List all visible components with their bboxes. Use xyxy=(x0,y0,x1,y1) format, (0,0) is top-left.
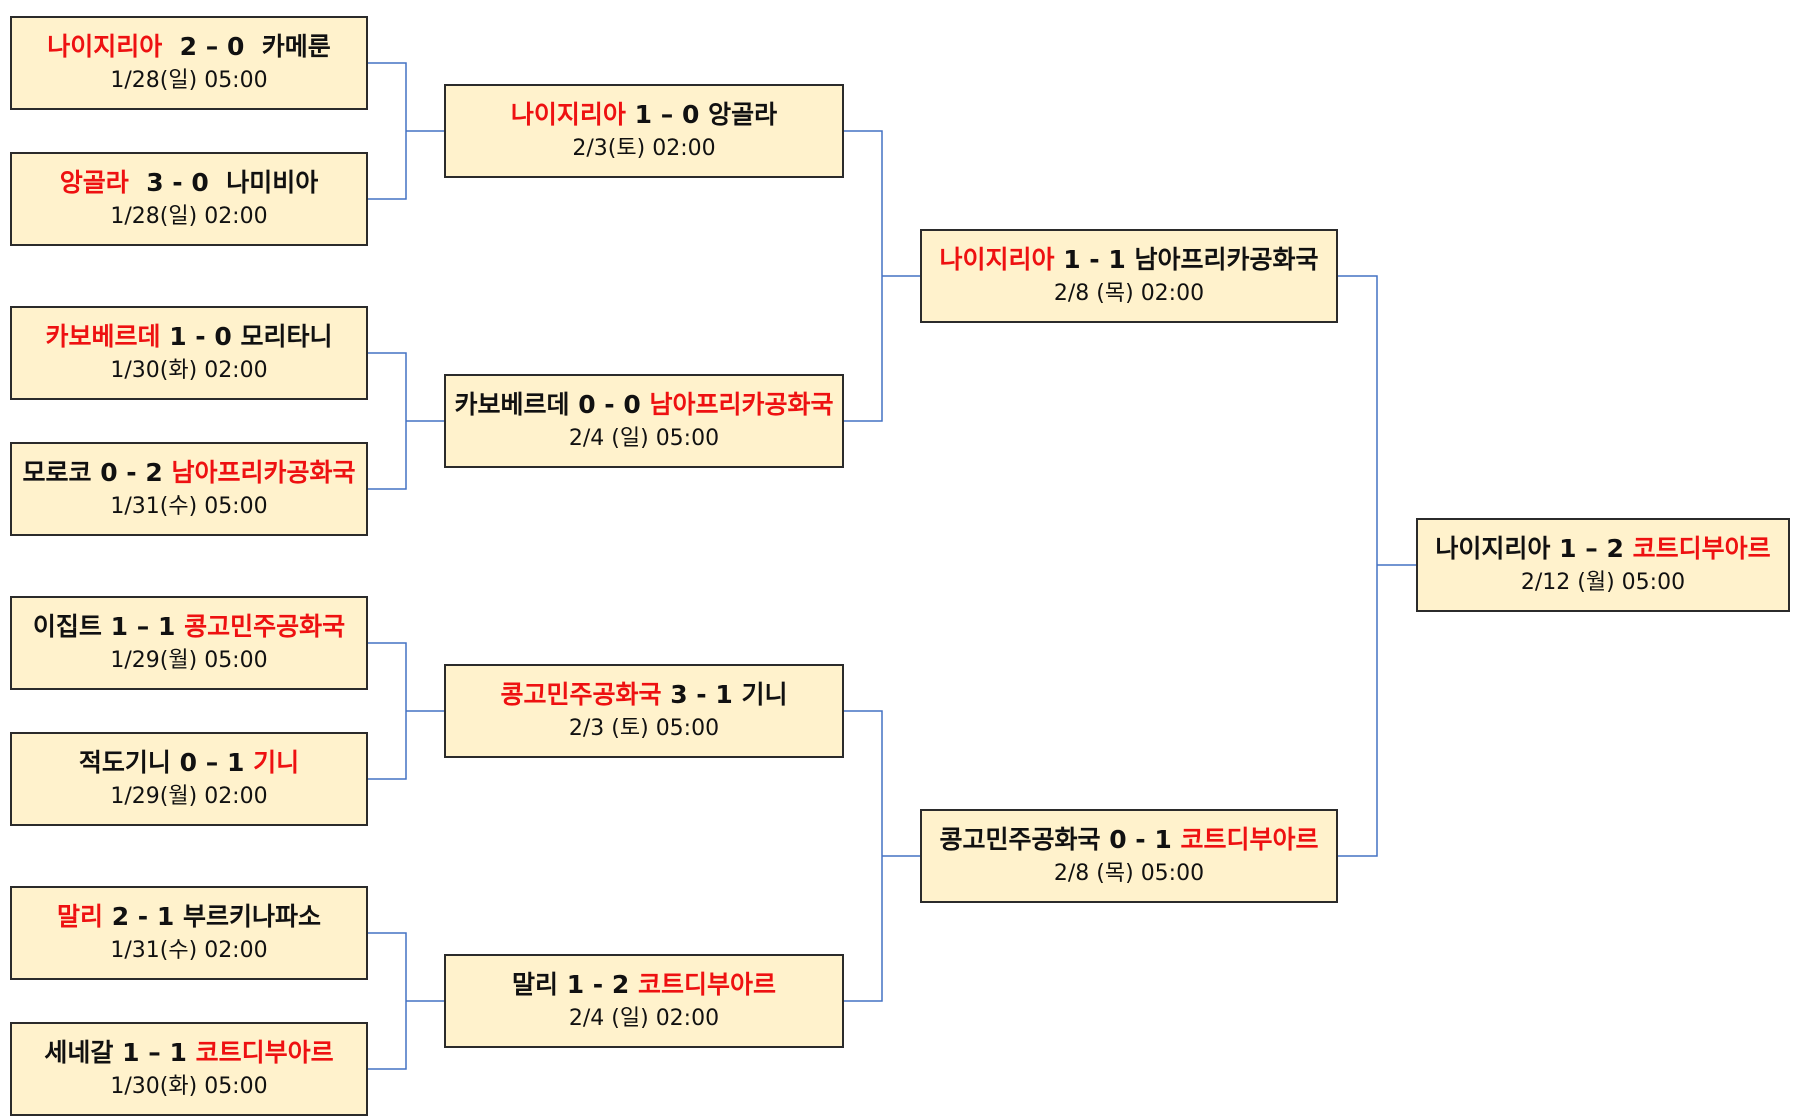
r16-match-3: 카보베르데 1 - 0 모리타니 1/30(화) 02:00 xyxy=(10,306,368,400)
match-score-line: 나이지리아 1 - 1 남아프리카공화국 xyxy=(939,246,1318,274)
connector-qf-sf2 xyxy=(844,710,920,1002)
away-team: 남아프리카공화국 xyxy=(649,390,834,420)
match-score-line: 카보베르데 1 - 0 모리타니 xyxy=(45,323,332,351)
connector-qf-sf1 xyxy=(844,130,920,422)
home-team: 이집트 xyxy=(32,612,102,642)
away-team: 콩고민주공화국 xyxy=(184,612,346,642)
away-team: 남아프리카공화국 xyxy=(171,458,356,488)
qf-match-1: 나이지리아 1 – 0 앙골라 2/3(토) 02:00 xyxy=(444,84,844,178)
r16-match-6: 적도기니 0 – 1 기니 1/29(월) 02:00 xyxy=(10,732,368,826)
connector-r16-qf3 xyxy=(368,642,444,780)
sf-match-2: 콩고민주공화국 0 - 1 코트디부아르 2/8 (목) 05:00 xyxy=(920,809,1338,903)
home-team: 말리 xyxy=(56,902,103,932)
home-team: 카보베르데 xyxy=(45,322,161,352)
home-team: 모로코 xyxy=(22,458,92,488)
match-date: 2/12 (월) 05:00 xyxy=(1520,569,1686,595)
score: 1 – 2 xyxy=(1559,534,1624,564)
match-score-line: 모로코 0 - 2 남아프리카공화국 xyxy=(22,459,355,487)
score: 0 - 0 xyxy=(578,390,641,420)
home-team: 앙골라 xyxy=(59,168,129,198)
score: 0 - 1 xyxy=(1109,825,1172,855)
home-team: 콩고민주공화국 xyxy=(500,680,662,710)
r16-match-2: 앙골라 3 - 0 나미비아 1/28(일) 02:00 xyxy=(10,152,368,246)
match-date: 1/29(월) 02:00 xyxy=(110,783,268,809)
match-date: 2/8 (목) 05:00 xyxy=(1053,860,1205,886)
away-team: 모리타니 xyxy=(240,322,333,352)
score: 2 - 1 xyxy=(111,902,175,932)
match-date: 2/3(토) 02:00 xyxy=(572,135,716,161)
away-team: 기니 xyxy=(253,748,300,778)
match-score-line: 말리 2 - 1 부르키나파소 xyxy=(57,903,321,931)
score: 1 - 0 xyxy=(169,322,232,352)
match-score-line: 나이지리아 1 – 2 코트디부아르 xyxy=(1435,535,1770,563)
match-score-line: 이집트 1 – 1 콩고민주공화국 xyxy=(33,613,345,641)
match-date: 1/30(화) 02:00 xyxy=(110,357,268,383)
home-team: 콩고민주공화국 xyxy=(939,825,1101,855)
away-team: 코트디부아르 xyxy=(195,1038,334,1068)
match-date: 1/29(월) 05:00 xyxy=(110,647,268,673)
home-team: 나이지리아 xyxy=(510,100,626,130)
away-team: 코트디부아르 xyxy=(638,970,777,1000)
away-team: 나미비아 xyxy=(226,168,319,198)
qf-match-3: 콩고민주공화국 3 - 1 기니 2/3 (토) 05:00 xyxy=(444,664,844,758)
match-score-line: 카보베르데 0 - 0 남아프리카공화국 xyxy=(454,391,833,419)
match-date: 2/8 (목) 02:00 xyxy=(1053,280,1205,306)
sf-match-1: 나이지리아 1 - 1 남아프리카공화국 2/8 (목) 02:00 xyxy=(920,229,1338,323)
match-score-line: 세네갈 1 – 1 코트디부아르 xyxy=(44,1039,333,1067)
home-team: 세네갈 xyxy=(44,1038,114,1068)
away-team: 기니 xyxy=(741,680,788,710)
match-date: 1/28(일) 02:00 xyxy=(110,203,268,229)
r16-match-1: 나이지리아 2 – 0 카메룬 1/28(일) 05:00 xyxy=(10,16,368,110)
home-team: 나이지리아 xyxy=(47,32,163,62)
r16-match-8: 세네갈 1 – 1 코트디부아르 1/30(화) 05:00 xyxy=(10,1022,368,1116)
home-team: 나이지리아 xyxy=(939,245,1055,275)
away-team: 부르키나파소 xyxy=(183,902,322,932)
match-score-line: 말리 1 - 2 코트디부아르 xyxy=(512,971,776,999)
match-date: 1/31(수) 02:00 xyxy=(110,937,268,963)
home-team: 말리 xyxy=(511,970,558,1000)
final-match: 나이지리아 1 – 2 코트디부아르 2/12 (월) 05:00 xyxy=(1416,518,1790,612)
score: 0 – 1 xyxy=(179,748,245,778)
home-team: 카보베르데 xyxy=(454,390,570,420)
match-date: 1/28(일) 05:00 xyxy=(110,67,268,93)
r16-match-4: 모로코 0 - 2 남아프리카공화국 1/31(수) 05:00 xyxy=(10,442,368,536)
qf-match-2: 카보베르데 0 - 0 남아프리카공화국 2/4 (일) 05:00 xyxy=(444,374,844,468)
match-score-line: 콩고민주공화국 3 - 1 기니 xyxy=(500,681,787,709)
score: 2 – 0 xyxy=(179,32,245,62)
home-team: 나이지리아 xyxy=(1435,534,1551,564)
away-team: 카메룬 xyxy=(261,32,331,62)
connector-r16-qf4 xyxy=(368,932,444,1070)
qf-match-4: 말리 1 - 2 코트디부아르 2/4 (일) 02:00 xyxy=(444,954,844,1048)
score: 1 – 0 xyxy=(634,100,700,130)
match-date: 2/4 (일) 02:00 xyxy=(568,1005,720,1031)
score: 0 - 2 xyxy=(100,458,163,488)
away-team: 코트디부아르 xyxy=(1632,534,1771,564)
match-date: 1/30(화) 05:00 xyxy=(110,1073,268,1099)
match-date: 1/31(수) 05:00 xyxy=(110,493,268,519)
away-team: 코트디부아르 xyxy=(1180,825,1319,855)
score: 1 - 2 xyxy=(566,970,630,1000)
score: 1 – 1 xyxy=(110,612,176,642)
connector-sf-final xyxy=(1338,275,1416,857)
away-team: 남아프리카공화국 xyxy=(1134,245,1319,275)
match-date: 2/3 (토) 05:00 xyxy=(568,715,720,741)
connector-r16-qf1 xyxy=(368,62,444,200)
match-score-line: 나이지리아 1 – 0 앙골라 xyxy=(511,101,777,129)
r16-match-5: 이집트 1 – 1 콩고민주공화국 1/29(월) 05:00 xyxy=(10,596,368,690)
connector-r16-qf2 xyxy=(368,352,444,490)
r16-match-7: 말리 2 - 1 부르키나파소 1/31(수) 02:00 xyxy=(10,886,368,980)
away-team: 앙골라 xyxy=(708,100,778,130)
match-score-line: 적도기니 0 – 1 기니 xyxy=(79,749,299,777)
match-date: 2/4 (일) 05:00 xyxy=(568,425,720,451)
home-team: 적도기니 xyxy=(78,748,171,778)
score: 3 - 0 xyxy=(146,168,209,198)
match-score-line: 콩고민주공화국 0 - 1 코트디부아르 xyxy=(939,826,1318,854)
match-score-line: 나이지리아 2 – 0 카메룬 xyxy=(47,33,331,61)
score: 3 - 1 xyxy=(670,680,733,710)
match-score-line: 앙골라 3 - 0 나미비아 xyxy=(60,169,318,197)
score: 1 - 1 xyxy=(1063,245,1126,275)
score: 1 – 1 xyxy=(122,1038,187,1068)
